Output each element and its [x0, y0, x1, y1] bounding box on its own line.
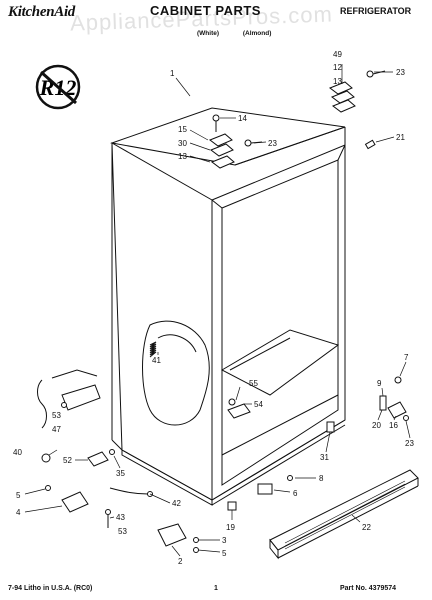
callout-5: 5 [16, 491, 21, 500]
callout-13: 13 [333, 77, 342, 86]
callout-1: 1 [170, 69, 175, 78]
callout-52: 52 [63, 456, 72, 465]
callout-6: 6 [293, 489, 298, 498]
callout-2: 2 [178, 557, 183, 566]
callout-41: 41 [152, 356, 161, 365]
leader-lines [24, 64, 411, 557]
callout-40: 40 [13, 448, 22, 457]
footer-part-number: Part No. 4379574 [340, 585, 397, 592]
callout-16: 16 [389, 421, 398, 430]
callout-49: 49 [333, 50, 342, 59]
callout-15: 15 [178, 125, 187, 134]
callout-13: 13 [178, 152, 187, 161]
page-title: CABINET PARTS [150, 3, 261, 18]
callout-30: 30 [178, 139, 187, 148]
callout-8: 8 [319, 474, 324, 483]
callout-4: 4 [16, 508, 21, 517]
variant-almond: (Almond) [242, 30, 272, 37]
variant-white: (White) [197, 30, 220, 37]
callout-54: 54 [254, 400, 263, 409]
callout-19: 19 [226, 523, 235, 532]
callout-14: 14 [238, 114, 247, 123]
cabinet-body [110, 107, 346, 506]
callout-21: 21 [396, 133, 405, 142]
callout-9: 9 [377, 379, 382, 388]
callout-3: 3 [222, 536, 227, 545]
callout-35: 35 [116, 469, 125, 478]
r12-badge: R12 [35, 64, 81, 110]
bottom-grille [269, 469, 419, 560]
callout-47: 47 [52, 425, 61, 434]
color-variants: (White) (Almond) [197, 30, 293, 37]
callout-55: 55 [249, 379, 258, 388]
callout-42: 42 [172, 499, 181, 508]
footer-litho: 7-94 Litho in U.S.A. (RC0) [8, 585, 93, 592]
callout-31: 31 [320, 453, 329, 462]
callout-53: 53 [118, 527, 127, 536]
callout-20: 20 [372, 421, 381, 430]
callout-23: 23 [268, 139, 277, 148]
category-label: REFRIGERATOR [340, 6, 412, 16]
small-parts [37, 70, 409, 553]
part-callouts: 1 49 12 23 13 14 15 23 30 13 21 41 55 54… [13, 50, 414, 566]
callout-22: 22 [362, 523, 371, 532]
callout-7: 7 [404, 353, 409, 362]
callout-23: 23 [405, 439, 414, 448]
callout-12: 12 [333, 63, 342, 72]
brand-logo-text: KitchenAid [8, 4, 76, 20]
callout-5: 5 [222, 549, 227, 558]
callout-23: 23 [396, 68, 405, 77]
footer-page-number: 1 [214, 585, 218, 592]
callout-53: 53 [52, 411, 61, 420]
callout-43: 43 [116, 513, 125, 522]
